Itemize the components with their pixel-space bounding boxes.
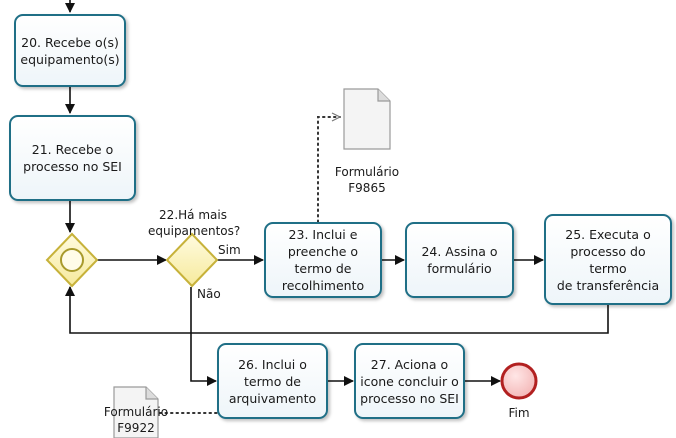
task-23-fill-collection-term[interactable]: 23. Inclui e preenche o termo de recolhi…	[264, 222, 382, 298]
task-27-conclude-process-sei[interactable]: 27. Aciona o icone concluir o processo n…	[354, 343, 465, 419]
association-23-to-doc1	[317, 117, 341, 223]
end-event[interactable]	[500, 362, 538, 400]
document-label-f9922: Formulário F9922	[103, 405, 169, 435]
decision-gateway-22[interactable]	[165, 232, 219, 288]
flow-25-loop-back	[65, 286, 609, 334]
task-20-receive-equipment[interactable]: 20. Recebe o(s) equipamento(s)	[14, 14, 126, 87]
task-21-receive-process-sei[interactable]: 21. Recebe o processo no SEI	[9, 115, 136, 201]
flow-label-yes: Sim	[218, 243, 241, 257]
document-label-f9865: Formulário F9865	[334, 165, 400, 195]
flow-label-no: Não	[197, 287, 221, 301]
document-icon-f9865	[343, 88, 391, 150]
merge-gateway[interactable]	[45, 232, 99, 288]
gateway-question-label: 22.Há mais equipamentos?	[148, 208, 241, 238]
end-event-label: Fim	[508, 406, 530, 420]
task-26-archive-term[interactable]: 26. Inclui o termo de arquivamento	[217, 343, 328, 419]
document-icon-f9922	[113, 386, 159, 438]
task-24-sign-form[interactable]: 24. Assina o formulário	[405, 222, 514, 298]
task-25-execute-transfer[interactable]: 25. Executa o processo do termo de trans…	[544, 214, 672, 305]
flow-22-to-26-no	[190, 287, 217, 386]
